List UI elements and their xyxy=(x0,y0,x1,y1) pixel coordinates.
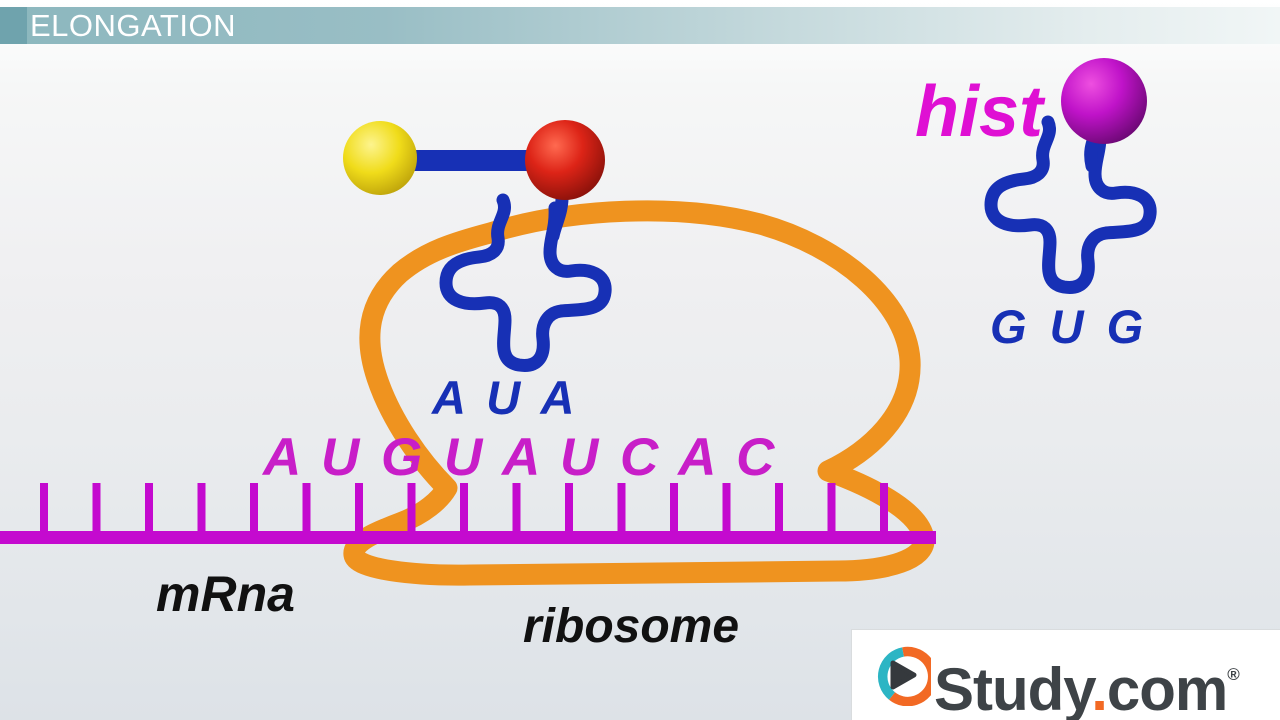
title-bar-accent xyxy=(0,7,27,44)
ribosome-label: ribosome xyxy=(523,600,740,653)
incoming-anticodon-label: G U G xyxy=(990,300,1149,353)
mrna-base-tick xyxy=(670,483,678,535)
mrna-base-tick xyxy=(460,483,468,535)
amino-acid-histidine xyxy=(1061,58,1147,144)
mrna-backbone xyxy=(0,531,936,544)
logo-brand: Study xyxy=(934,656,1092,720)
play-icon xyxy=(878,646,931,706)
peptide-bond xyxy=(381,150,567,171)
mrna-base-tick xyxy=(565,483,573,535)
mrna-base-tick xyxy=(197,483,206,535)
studycom-logo[interactable]: Study.com® xyxy=(851,629,1280,720)
mrna-bases xyxy=(40,483,888,535)
histidine-label: hist xyxy=(915,72,1044,152)
mrna-base-tick xyxy=(302,483,311,535)
mrna-base-tick xyxy=(145,483,153,535)
mrna-base-tick xyxy=(722,483,731,535)
mrna-base-tick xyxy=(40,483,48,535)
mrna-codons-label: A U G U A U C A C xyxy=(263,428,778,487)
mrna-base-tick xyxy=(775,483,783,535)
slide-title: ELONGATION xyxy=(30,8,236,43)
mrna-strand xyxy=(0,483,936,544)
ribosome-outline xyxy=(343,200,935,586)
logo-dot: . xyxy=(1091,656,1108,720)
mrna-base-tick xyxy=(92,483,101,535)
amino-acid-yellow xyxy=(343,121,417,195)
anticodon-label: A U A xyxy=(432,371,579,424)
mrna-base-tick xyxy=(355,483,363,535)
mrna-base-tick xyxy=(617,483,626,535)
mrna-base-tick xyxy=(250,483,258,535)
mrna-base-tick xyxy=(880,483,888,535)
title-bar: ELONGATION xyxy=(0,7,1280,44)
mrna-base-tick xyxy=(827,483,836,535)
amino-acid-red xyxy=(525,120,605,200)
registered-mark: ® xyxy=(1227,665,1240,684)
mrna-base-tick xyxy=(407,483,416,535)
mrna-label: mRna xyxy=(156,566,295,622)
logo-wordmark: Study.com® xyxy=(934,645,1240,720)
logo-tld: com xyxy=(1106,656,1228,720)
mrna-base-tick xyxy=(512,483,521,535)
